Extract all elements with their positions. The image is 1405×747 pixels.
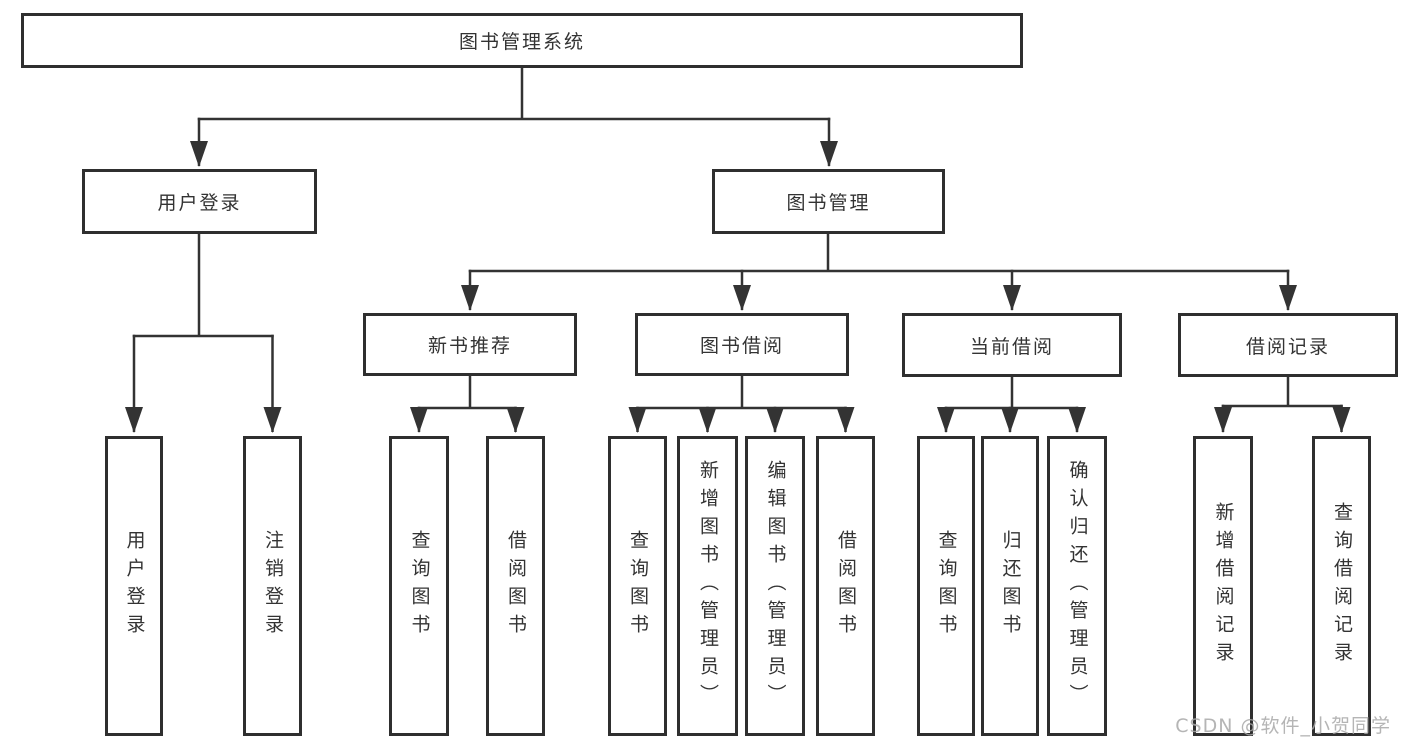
- leaf-label: 新增借阅记录: [1212, 502, 1235, 670]
- leaf-edit-books-admin: 编辑图书（管理员）: [745, 436, 805, 736]
- leaf-query-books-borrow: 查询图书: [608, 436, 667, 736]
- leaf-confirm-return-admin: 确认归还（管理员）: [1047, 436, 1107, 736]
- leaf-label: 确认归还（管理员）: [1066, 460, 1089, 712]
- node-label: 当前借阅: [969, 335, 1054, 358]
- leaf-borrow-books-recommend: 借阅图书: [486, 436, 545, 736]
- node-borrow-records: 借阅记录: [1178, 313, 1398, 377]
- connector-root-to-level2: [190, 67, 838, 167]
- leaf-label: 查询图书: [627, 530, 649, 642]
- leaf-add-borrow-record: 新增借阅记录: [1193, 436, 1253, 736]
- leaf-label: 借阅图书: [835, 530, 857, 642]
- leaf-query-books-recommend: 查询图书: [389, 436, 449, 736]
- node-new-book-recommend: 新书推荐: [363, 313, 577, 376]
- node-book-management: 图书管理: [712, 169, 945, 234]
- leaf-label: 查询图书: [408, 530, 431, 642]
- connector-book-management-to-level3: [461, 234, 1297, 311]
- node-label: 借阅记录: [1245, 335, 1330, 358]
- node-current-borrow: 当前借阅: [902, 313, 1122, 377]
- connector-current-borrow-to-leaves: [937, 377, 1086, 433]
- leaf-user-login: 用户登录: [105, 436, 163, 736]
- leaf-label: 用户登录: [123, 530, 146, 642]
- connector-new-book-recommend-to-leaves: [410, 376, 525, 433]
- node-label: 图书管理: [786, 192, 871, 214]
- connector-borrow-records-to-leaves: [1214, 377, 1351, 433]
- leaf-label: 查询图书: [935, 530, 958, 642]
- node-label: 图书管理系统: [458, 31, 585, 53]
- node-user-login: 用户登录: [82, 169, 317, 234]
- node-label: 图书借阅: [699, 335, 784, 357]
- connector-user-login-to-leaves: [125, 234, 282, 433]
- leaf-label: 查询借阅记录: [1331, 502, 1353, 670]
- leaf-add-books-admin: 新增图书（管理员）: [677, 436, 738, 736]
- node-label: 用户登录: [157, 192, 242, 214]
- leaf-query-borrow-record: 查询借阅记录: [1312, 436, 1371, 736]
- node-library-management-system: 图书管理系统: [21, 13, 1023, 68]
- leaf-logout: 注销登录: [243, 436, 302, 736]
- connector-book-borrow-to-leaves: [628, 376, 855, 433]
- leaf-label: 新增图书（管理员）: [697, 460, 719, 712]
- leaf-label: 注销登录: [262, 530, 284, 642]
- node-book-borrow: 图书借阅: [635, 313, 849, 376]
- leaf-label: 归还图书: [999, 530, 1022, 642]
- leaf-label: 编辑图书（管理员）: [764, 460, 787, 712]
- leaf-label: 借阅图书: [505, 530, 527, 642]
- leaf-return-books: 归还图书: [981, 436, 1039, 736]
- leaf-query-books-current: 查询图书: [917, 436, 975, 736]
- node-label: 新书推荐: [427, 335, 512, 357]
- csdn-watermark: CSDN @软件_小贺同学: [1175, 715, 1391, 737]
- leaf-borrow-books: 借阅图书: [816, 436, 875, 736]
